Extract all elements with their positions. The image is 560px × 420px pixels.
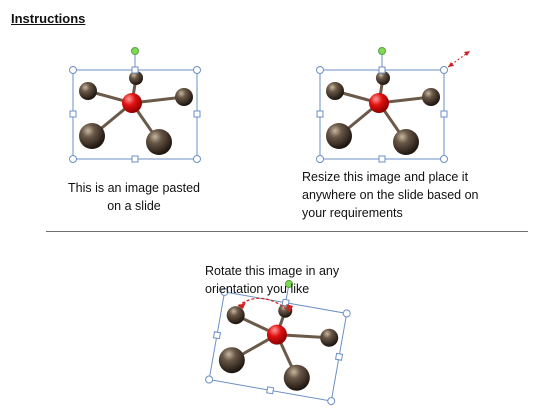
pasted-caption: This is an image pasted on a slide [68,181,201,213]
rotate-caption: Rotate this image in any orientation you… [205,264,340,296]
pasted-image-example[interactable] [69,47,201,163]
resize-arrow-icon [447,50,471,68]
instructions-heading: Instructions [11,11,86,26]
rotate-arrow-icon [237,297,293,313]
resize-image-example[interactable] [316,47,448,163]
divider [46,231,528,232]
resize-caption: Resize this image and place it anywhere … [302,170,479,220]
